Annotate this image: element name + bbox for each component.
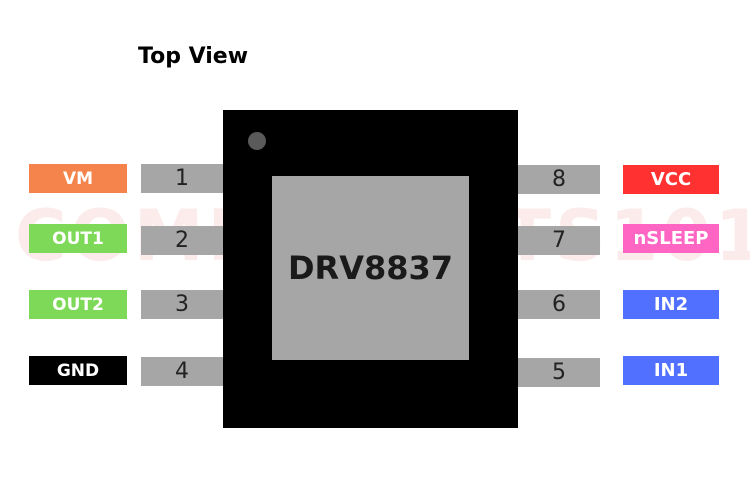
pin-7-number: 7 <box>552 228 566 253</box>
pin-5-number: 5 <box>552 360 566 385</box>
pin-3-label: OUT2 <box>29 290 127 319</box>
pin-4-number: 4 <box>175 359 189 384</box>
pin-4-label: GND <box>29 356 127 385</box>
pin-6-number: 6 <box>552 292 566 317</box>
pin-1-name: VM <box>62 168 94 189</box>
pin-7-lead: 7 <box>518 226 600 255</box>
pin-4-name: GND <box>56 360 100 381</box>
pin-1-lead: 1 <box>141 164 223 193</box>
diagram-title: Top View <box>138 44 249 69</box>
pin-1-label: VM <box>29 164 127 193</box>
pin-3-number: 3 <box>175 292 189 317</box>
pin-2-lead: 2 <box>141 226 223 255</box>
pin-6-label: IN2 <box>623 290 719 319</box>
pin-3-name: OUT2 <box>52 294 104 315</box>
pin-2-name: OUT1 <box>52 228 104 249</box>
pin-7-name: nSLEEP <box>633 228 709 249</box>
pin-4-lead: 4 <box>141 357 223 386</box>
pin-8-label: VCC <box>623 165 719 194</box>
pin-3-lead: 3 <box>141 290 223 319</box>
pin-5-lead: 5 <box>518 358 600 387</box>
pin-6-name: IN2 <box>653 294 689 315</box>
pin1-indicator <box>248 132 266 150</box>
pin-2-number: 2 <box>175 228 189 253</box>
pin-1-number: 1 <box>175 166 189 191</box>
part-number: DRV8837 <box>287 249 454 287</box>
pin-5-name: IN1 <box>653 360 689 381</box>
pin-5-label: IN1 <box>623 356 719 385</box>
pin-8-lead: 8 <box>518 165 600 194</box>
pin-6-lead: 6 <box>518 290 600 319</box>
pin-8-name: VCC <box>650 169 692 190</box>
chip-die: DRV8837 <box>272 176 469 360</box>
pin-8-number: 8 <box>552 167 566 192</box>
pin-7-label: nSLEEP <box>623 224 719 253</box>
pin-2-label: OUT1 <box>29 224 127 253</box>
chip-package: DRV8837 <box>223 110 518 428</box>
